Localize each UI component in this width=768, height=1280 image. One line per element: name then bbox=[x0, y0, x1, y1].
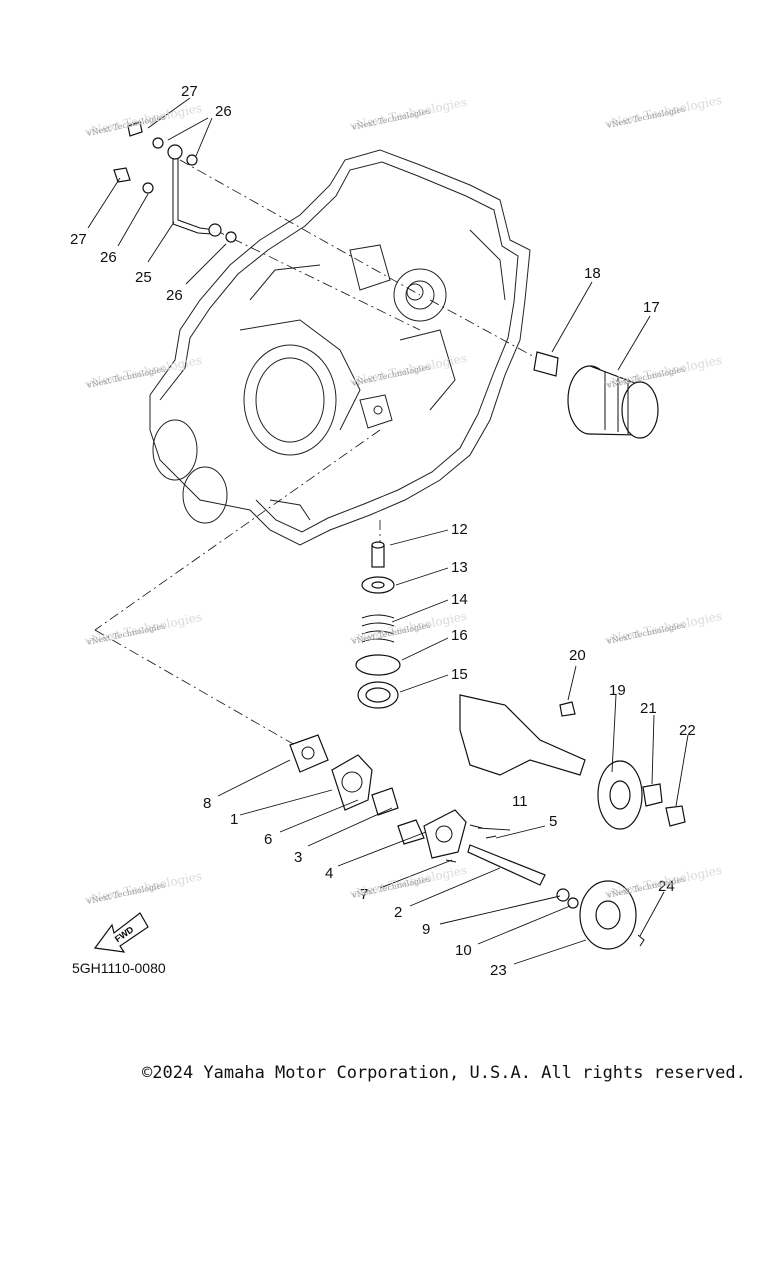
callout-23: 23 bbox=[490, 962, 507, 979]
oil-strainer-stack bbox=[355, 541, 401, 709]
callout-8: 8 bbox=[203, 795, 211, 812]
callout-3: 3 bbox=[294, 849, 302, 866]
callout-9: 9 bbox=[422, 921, 430, 938]
callout-26-left: 26 bbox=[100, 249, 117, 266]
callout-10: 10 bbox=[455, 942, 472, 959]
callout-13: 13 bbox=[451, 559, 468, 576]
callout-15: 15 bbox=[451, 666, 468, 683]
callout-2: 2 bbox=[394, 904, 402, 921]
crankcase bbox=[149, 149, 531, 546]
callout-20: 20 bbox=[569, 647, 586, 664]
callout-26-top: 26 bbox=[215, 103, 232, 120]
callout-numbers: 27 26 27 26 25 26 18 17 12 13 14 16 15 2… bbox=[70, 83, 696, 979]
copyright-notice: ©2024 Yamaha Motor Corporation, U.S.A. A… bbox=[142, 1063, 746, 1083]
callout-leaders bbox=[87, 97, 689, 965]
assembly-lines bbox=[94, 159, 541, 746]
balancer-gear-parts bbox=[459, 694, 686, 950]
oil-pump-parts bbox=[289, 734, 546, 886]
oil-filter bbox=[533, 351, 659, 439]
exploded-parts-diagram: FWD 27 26 27 bbox=[70, 83, 723, 979]
callout-22: 22 bbox=[679, 722, 696, 739]
callout-7: 7 bbox=[360, 886, 368, 903]
callout-11: 11 bbox=[512, 793, 528, 810]
callout-12: 12 bbox=[451, 521, 468, 538]
callout-4: 4 bbox=[325, 865, 333, 882]
callout-17: 17 bbox=[643, 299, 660, 316]
callout-19: 19 bbox=[609, 682, 626, 699]
callout-14: 14 bbox=[451, 591, 468, 608]
callout-27-left: 27 bbox=[70, 231, 87, 248]
callout-5: 5 bbox=[549, 813, 557, 830]
callout-1: 1 bbox=[230, 811, 238, 828]
oil-pipe-assembly bbox=[113, 121, 237, 243]
callout-27-top: 27 bbox=[181, 83, 198, 100]
callout-24: 24 bbox=[658, 878, 675, 895]
callout-18: 18 bbox=[584, 265, 601, 282]
callout-6: 6 bbox=[264, 831, 272, 848]
callout-26-bottom: 26 bbox=[166, 287, 183, 304]
callout-25: 25 bbox=[135, 269, 152, 286]
drawing-code: 5GH1110-0080 bbox=[72, 960, 166, 976]
fwd-arrow-icon: FWD bbox=[93, 912, 149, 953]
callout-21: 21 bbox=[640, 700, 657, 717]
callout-16: 16 bbox=[451, 627, 468, 644]
